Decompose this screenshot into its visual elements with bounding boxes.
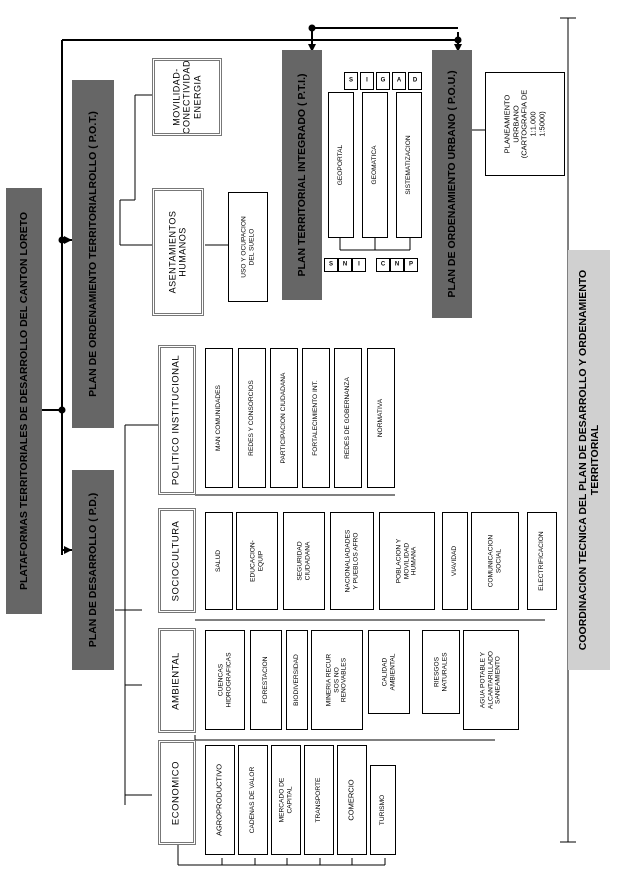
- politico-item: MAN COMUNIDADES: [205, 348, 233, 488]
- politico-item: NORMATIVA: [367, 348, 395, 488]
- asentamientos-label: ASENTAMIENTOS HUMANOS: [167, 210, 188, 294]
- ambiental-item: FORESTACION: [250, 630, 282, 730]
- economico-item: COMERCIO: [337, 745, 367, 855]
- politico-header: POLITICO INSTITUCIONAL: [158, 345, 196, 495]
- cnp-letter-n: N: [390, 258, 404, 272]
- sociocultura-item: COMUNICACION SOCIAL: [471, 512, 519, 610]
- ambiental-item: RIESGOS NATURALES: [422, 630, 460, 714]
- geomatica-label: GEOMATICA: [371, 145, 379, 185]
- planeamiento-box: PLANEAMIENTO URRBANO (CARTOGRAFIA DE 1:1…: [485, 72, 565, 176]
- geomatica-box: GEOMATICA: [362, 92, 388, 238]
- platform-title: PLATAFORMAS TERRITORIALES DE DESARROLLO …: [6, 188, 42, 614]
- plan-territorial-integrado: PLAN TERRITORIAL INTEGRADO ( P.T.I.): [282, 50, 322, 300]
- plan-desarrollo: PLAN DE DESARROLLO ( P.D.): [72, 470, 114, 670]
- sociocultura-header: SOCIOCULTURA: [158, 508, 196, 613]
- movilidad-label: MOVILIDAD- CONECTIVIDAD- ENERGIA: [171, 58, 203, 134]
- movilidad-box: MOVILIDAD- CONECTIVIDAD- ENERGIA: [152, 58, 222, 136]
- ambiental-item: CUENCAS HIDROGRAFICAS: [205, 630, 245, 730]
- plan-ordenamiento-territorial: PLAN DE ORDENAMIENTO TERRITORIALROLLO ( …: [72, 80, 114, 428]
- sociocultura-item: SALUD: [205, 512, 233, 610]
- sni-letter-n: N: [338, 258, 352, 272]
- sigad-letter-d: D: [408, 72, 422, 90]
- politico-item: REDES Y CONSORCIOS: [238, 348, 266, 488]
- sociocultura-item: POBLACION Y MOVILIDAD HUMANA: [379, 512, 435, 610]
- sni-letter-s: S: [324, 258, 338, 272]
- plan-desarrollo-label: PLAN DE DESARROLLO ( P.D.): [86, 492, 99, 648]
- sni-letter-i: I: [352, 258, 366, 272]
- platform-title-text: PLATAFORMAS TERRITORIALES DE DESARROLLO …: [17, 212, 30, 591]
- sigad-letter-i: I: [360, 72, 374, 90]
- uso-suelo-label: USO Y OCUPACION DEL SUELO: [240, 216, 255, 278]
- politico-item: FORTALECIMIENTO INT.: [302, 348, 330, 488]
- sigad-letter-s: S: [344, 72, 358, 90]
- ambiental-item: AGUA POTABLE Y ALCANTARILLADO SANEAMIENT…: [463, 630, 519, 730]
- plan-ordenamiento-urbano: PLAN DE ORDENAMIENTO URBANO ( P.O.U.): [432, 50, 472, 318]
- geoportal-label: GEOPORTAL: [337, 144, 345, 186]
- plan-ordenamiento-territorial-label: PLAN DE ORDENAMIENTO TERRITORIALROLLO ( …: [86, 111, 99, 397]
- uso-suelo-box: USO Y OCUPACION DEL SUELO: [228, 192, 268, 302]
- economico-item: TURISMO: [370, 765, 396, 855]
- economico-item: MERCADO DE CAPITAL: [271, 745, 301, 855]
- sociocultura-item: EDUCACION- EQUIP: [236, 512, 278, 610]
- coordinacion-tecnica: COORDINACION TECNICA DEL PLAN DE DESARRO…: [568, 250, 610, 670]
- sistematizacion-label: SISTEMATIZACION: [405, 135, 413, 195]
- sigad-letter-a: A: [392, 72, 406, 90]
- plan-ordenamiento-urbano-label: PLAN DE ORDENAMIENTO URBANO ( P.O.U.): [445, 70, 458, 298]
- coordinacion-tecnica-label: COORDINACION TECNICA DEL PLAN DE DESARRO…: [576, 269, 601, 651]
- sociocultura-item: VIAVIDAD: [442, 512, 468, 610]
- politico-item: REDES DE GOBERNANZA: [334, 348, 362, 488]
- economico-item: CADENAS DE VALOR: [238, 745, 268, 855]
- asentamientos-box: ASENTAMIENTOS HUMANOS: [152, 188, 204, 316]
- cnp-letter-c: C: [376, 258, 390, 272]
- cnp-letter-p: P: [404, 258, 418, 272]
- sociocultura-item: SEGURIDAD CIUDADANA: [283, 512, 325, 610]
- economico-item: AGROPRODUCTIVO: [205, 745, 235, 855]
- ambiental-item: CALIDAD AMBIENTAL: [368, 630, 410, 714]
- planeamiento-label: PLANEAMIENTO URRBANO (CARTOGRAFIA DE 1:1…: [502, 89, 546, 159]
- sistematizacion-box: SISTEMATIZACION: [396, 92, 422, 238]
- economico-header: ECONOMICO: [158, 740, 196, 845]
- ambiental-item: BIODIVERSIDAD: [286, 630, 308, 730]
- sigad-letter-g: G: [376, 72, 390, 90]
- economico-item: TRANSPORTE: [304, 745, 334, 855]
- sociocultura-item: ELECTRIFICACION: [527, 512, 557, 610]
- geoportal-box: GEOPORTAL: [328, 92, 354, 238]
- ambiental-item: MINERIA RECUR SOS NO RENOVABLES: [311, 630, 363, 730]
- politico-item: PARTICIPACION CIUDADANA: [270, 348, 298, 488]
- ambiental-header: AMBIENTAL: [158, 628, 196, 733]
- sociocultura-item: NACIONALIADADES Y PUEBLOS AFRO: [330, 512, 374, 610]
- plan-territorial-integrado-label: PLAN TERRITORIAL INTEGRADO ( P.T.I.): [295, 73, 308, 277]
